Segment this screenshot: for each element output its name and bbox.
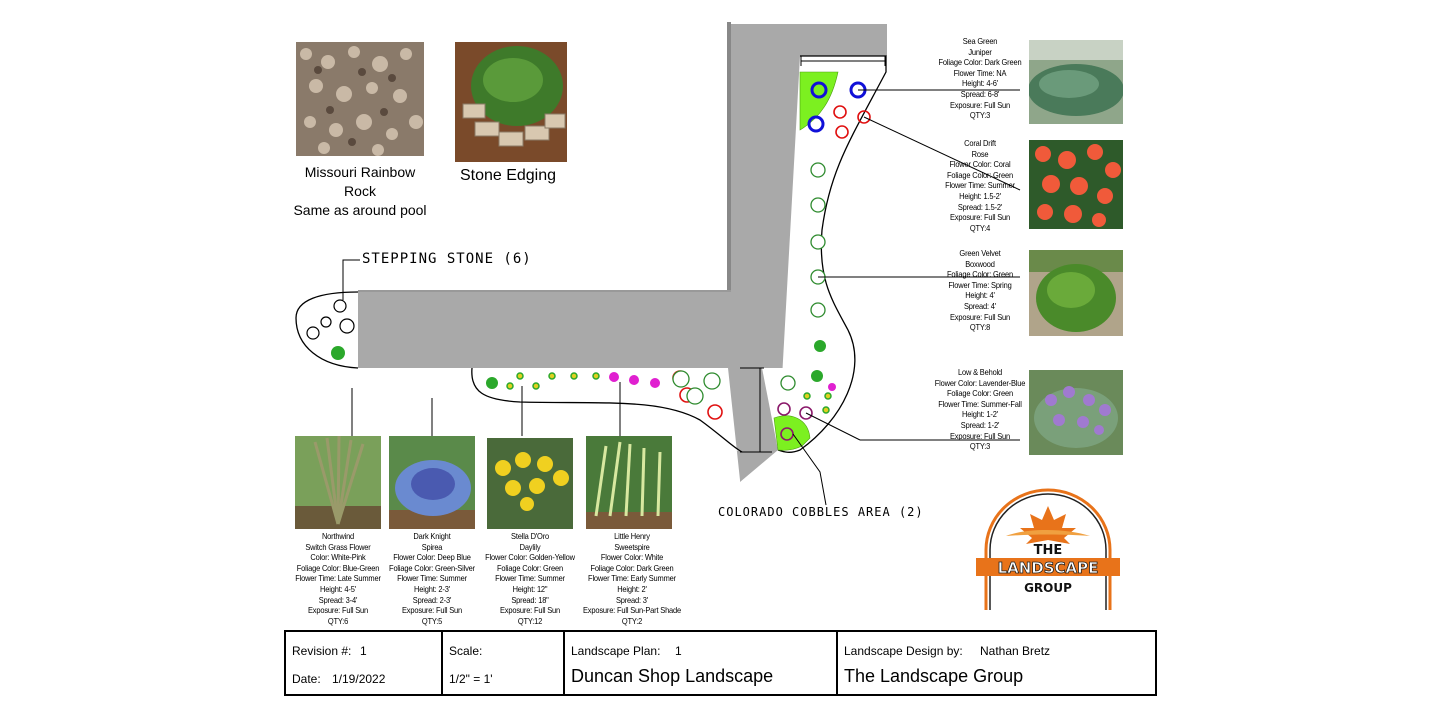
low-behold-photo [1029, 370, 1123, 455]
maple-leaf-icon [1006, 506, 1090, 544]
boxwood-photo [1029, 250, 1123, 336]
scale-cell: Scale: 1/2" = 1' [443, 632, 565, 694]
bottom-bed-outline [471, 367, 743, 453]
turf-area-top [799, 71, 839, 131]
date-label: Date: [292, 672, 321, 686]
designer-name: Nathan Bretz [980, 644, 1051, 658]
stepping-stones [306, 299, 355, 340]
boxwood-symbols [672, 162, 826, 405]
rose-photo [1029, 140, 1123, 229]
cobbles-callout: COLORADO COBBLES AREA (2) [718, 505, 924, 519]
svg-text:GROUP: GROUP [1024, 581, 1072, 595]
stepping-stone-callout: STEPPING STONE (6) [362, 251, 532, 267]
company-name: The Landscape Group [844, 666, 1024, 686]
stone-edging-label: Stone Edging [459, 167, 557, 184]
designer-cell: Landscape Design by: Nathan Bretz The La… [838, 632, 1155, 694]
plan-label: Landscape Plan: [571, 644, 661, 658]
plan-cell: Landscape Plan: 1 Duncan Shop Landscape [565, 632, 838, 694]
sweetspire-photo [586, 436, 672, 529]
svg-text:LANDSCAPE: LANDSCAPE [998, 559, 1099, 577]
switch-grass-photo [295, 436, 381, 529]
date-value: 1/19/2022 [332, 672, 386, 686]
grass-symbols [331, 340, 826, 389]
daylily-symbols [506, 372, 832, 414]
project-name: Duncan Shop Landscape [571, 666, 774, 686]
building-footprint [358, 22, 887, 482]
spirea-symbols [609, 372, 836, 391]
plan-number: 1 [675, 644, 682, 658]
svg-text:THE: THE [1034, 543, 1063, 558]
revision-cell: Revision #: 1 Date: 1/19/2022 [286, 632, 443, 694]
right-bed-outline [777, 55, 887, 453]
revision-label: Revision #: [292, 644, 352, 658]
scale-label: Scale: [449, 644, 483, 658]
dimension-marks [740, 56, 886, 453]
daylily-photo [487, 438, 573, 529]
landscape-group-logo: THE LANDSCAPE GROUP [976, 488, 1120, 612]
title-block: Revision #: 1 Date: 1/19/2022 Scale: 1/2… [284, 630, 1157, 696]
rainbow-rock-photo [296, 42, 424, 156]
leader-lines [342, 89, 1021, 506]
stone-edging-photo [455, 42, 567, 162]
spirea-photo [389, 436, 475, 529]
scale-value: 1/2" = 1' [449, 672, 493, 686]
revision-value: 1 [360, 644, 367, 658]
designer-label: Landscape Design by: [844, 644, 963, 658]
juniper-photo [1029, 40, 1123, 124]
